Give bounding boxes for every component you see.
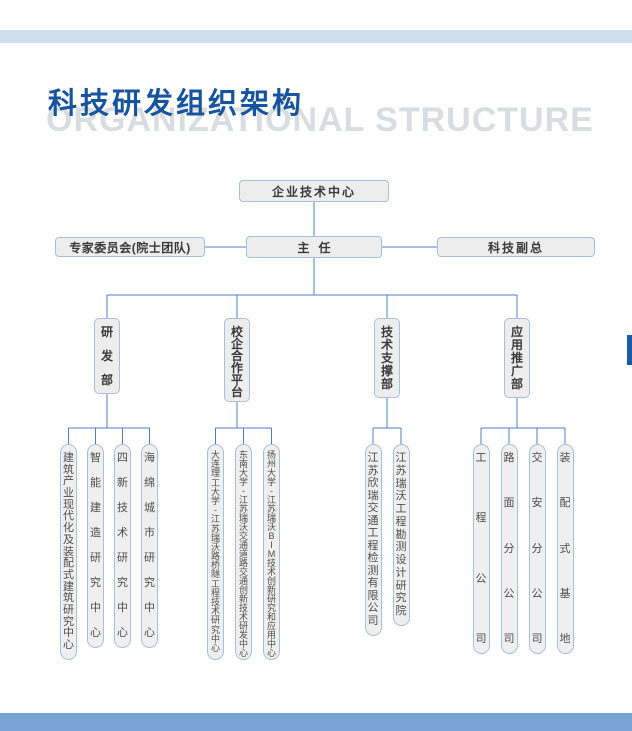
department-box-application-promotion: 应用推广部 <box>504 318 530 398</box>
department-label: 应用推广部 <box>510 325 523 391</box>
unit-label: 四新技术研究中心 <box>117 452 128 639</box>
page-title: 科技研发组织架构 <box>48 88 305 120</box>
top-decorative-band <box>0 30 632 43</box>
unit-pill: 江苏瑞沃工程勘测设计研究院 <box>392 444 410 626</box>
unit-pill: 交安分公司 <box>528 444 546 654</box>
unit-label: 东南大学-江苏瑞沃交通道路交通创新技术研发中心 <box>238 450 248 658</box>
unit-pill: 装配式基地 <box>556 444 574 654</box>
unit-pill: 工程公司 <box>472 444 490 654</box>
unit-label: 江苏欣瑞交通工程检测有限公司 <box>367 452 379 627</box>
unit-pill: 路面分公司 <box>500 444 518 654</box>
deputy-gm-box: 科技副总 <box>437 237 595 257</box>
unit-label: 交安分公司 <box>531 452 543 645</box>
unit-label: 江苏瑞沃工程勘测设计研究院 <box>395 452 407 617</box>
unit-label: 路面分公司 <box>503 452 515 645</box>
unit-label: 工程公司 <box>475 452 487 645</box>
right-edge-accent <box>627 335 632 365</box>
department-box-rnd: 研发部 <box>94 318 120 394</box>
unit-pill: 智能建造研究中心 <box>87 444 104 648</box>
unit-pill: 建筑产业现代化及装配式建筑研究中心 <box>60 444 77 660</box>
expert-committee-box: 专家委员会(院士团队) <box>55 237 205 257</box>
unit-label: 海绵城市研究中心 <box>144 452 155 639</box>
department-label: 研发部 <box>100 325 113 387</box>
department-label: 技术支撑部 <box>380 325 393 391</box>
unit-label: 大连理工大学-江苏瑞沃路桥隧工程技术研究中心 <box>210 450 220 653</box>
bottom-decorative-band <box>0 713 632 731</box>
unit-label: 建筑产业现代化及装配式建筑研究中心 <box>63 452 74 651</box>
unit-pill: 江苏欣瑞交通工程检测有限公司 <box>364 444 382 636</box>
unit-pill: 东南大学-江苏瑞沃交通道路交通创新技术研发中心 <box>235 444 252 660</box>
root-box: 企业技术中心 <box>239 180 389 202</box>
unit-pill: 大连理工大学-江苏瑞沃路桥隧工程技术研究中心 <box>207 444 224 660</box>
department-box-cooperation-platform: 校企合作平台 <box>224 318 250 402</box>
unit-pill: 海绵城市研究中心 <box>141 444 158 648</box>
department-label: 校企合作平台 <box>230 325 243 399</box>
watermark-text: ORGANIZATIONAL STRUCTURE <box>46 101 594 139</box>
unit-label: 装配式基地 <box>559 452 571 645</box>
department-box-tech-support: 技术支撑部 <box>374 318 400 398</box>
director-box: 主任 <box>246 236 382 258</box>
unit-pill: 四新技术研究中心 <box>114 444 131 648</box>
unit-label: 智能建造研究中心 <box>90 452 101 639</box>
